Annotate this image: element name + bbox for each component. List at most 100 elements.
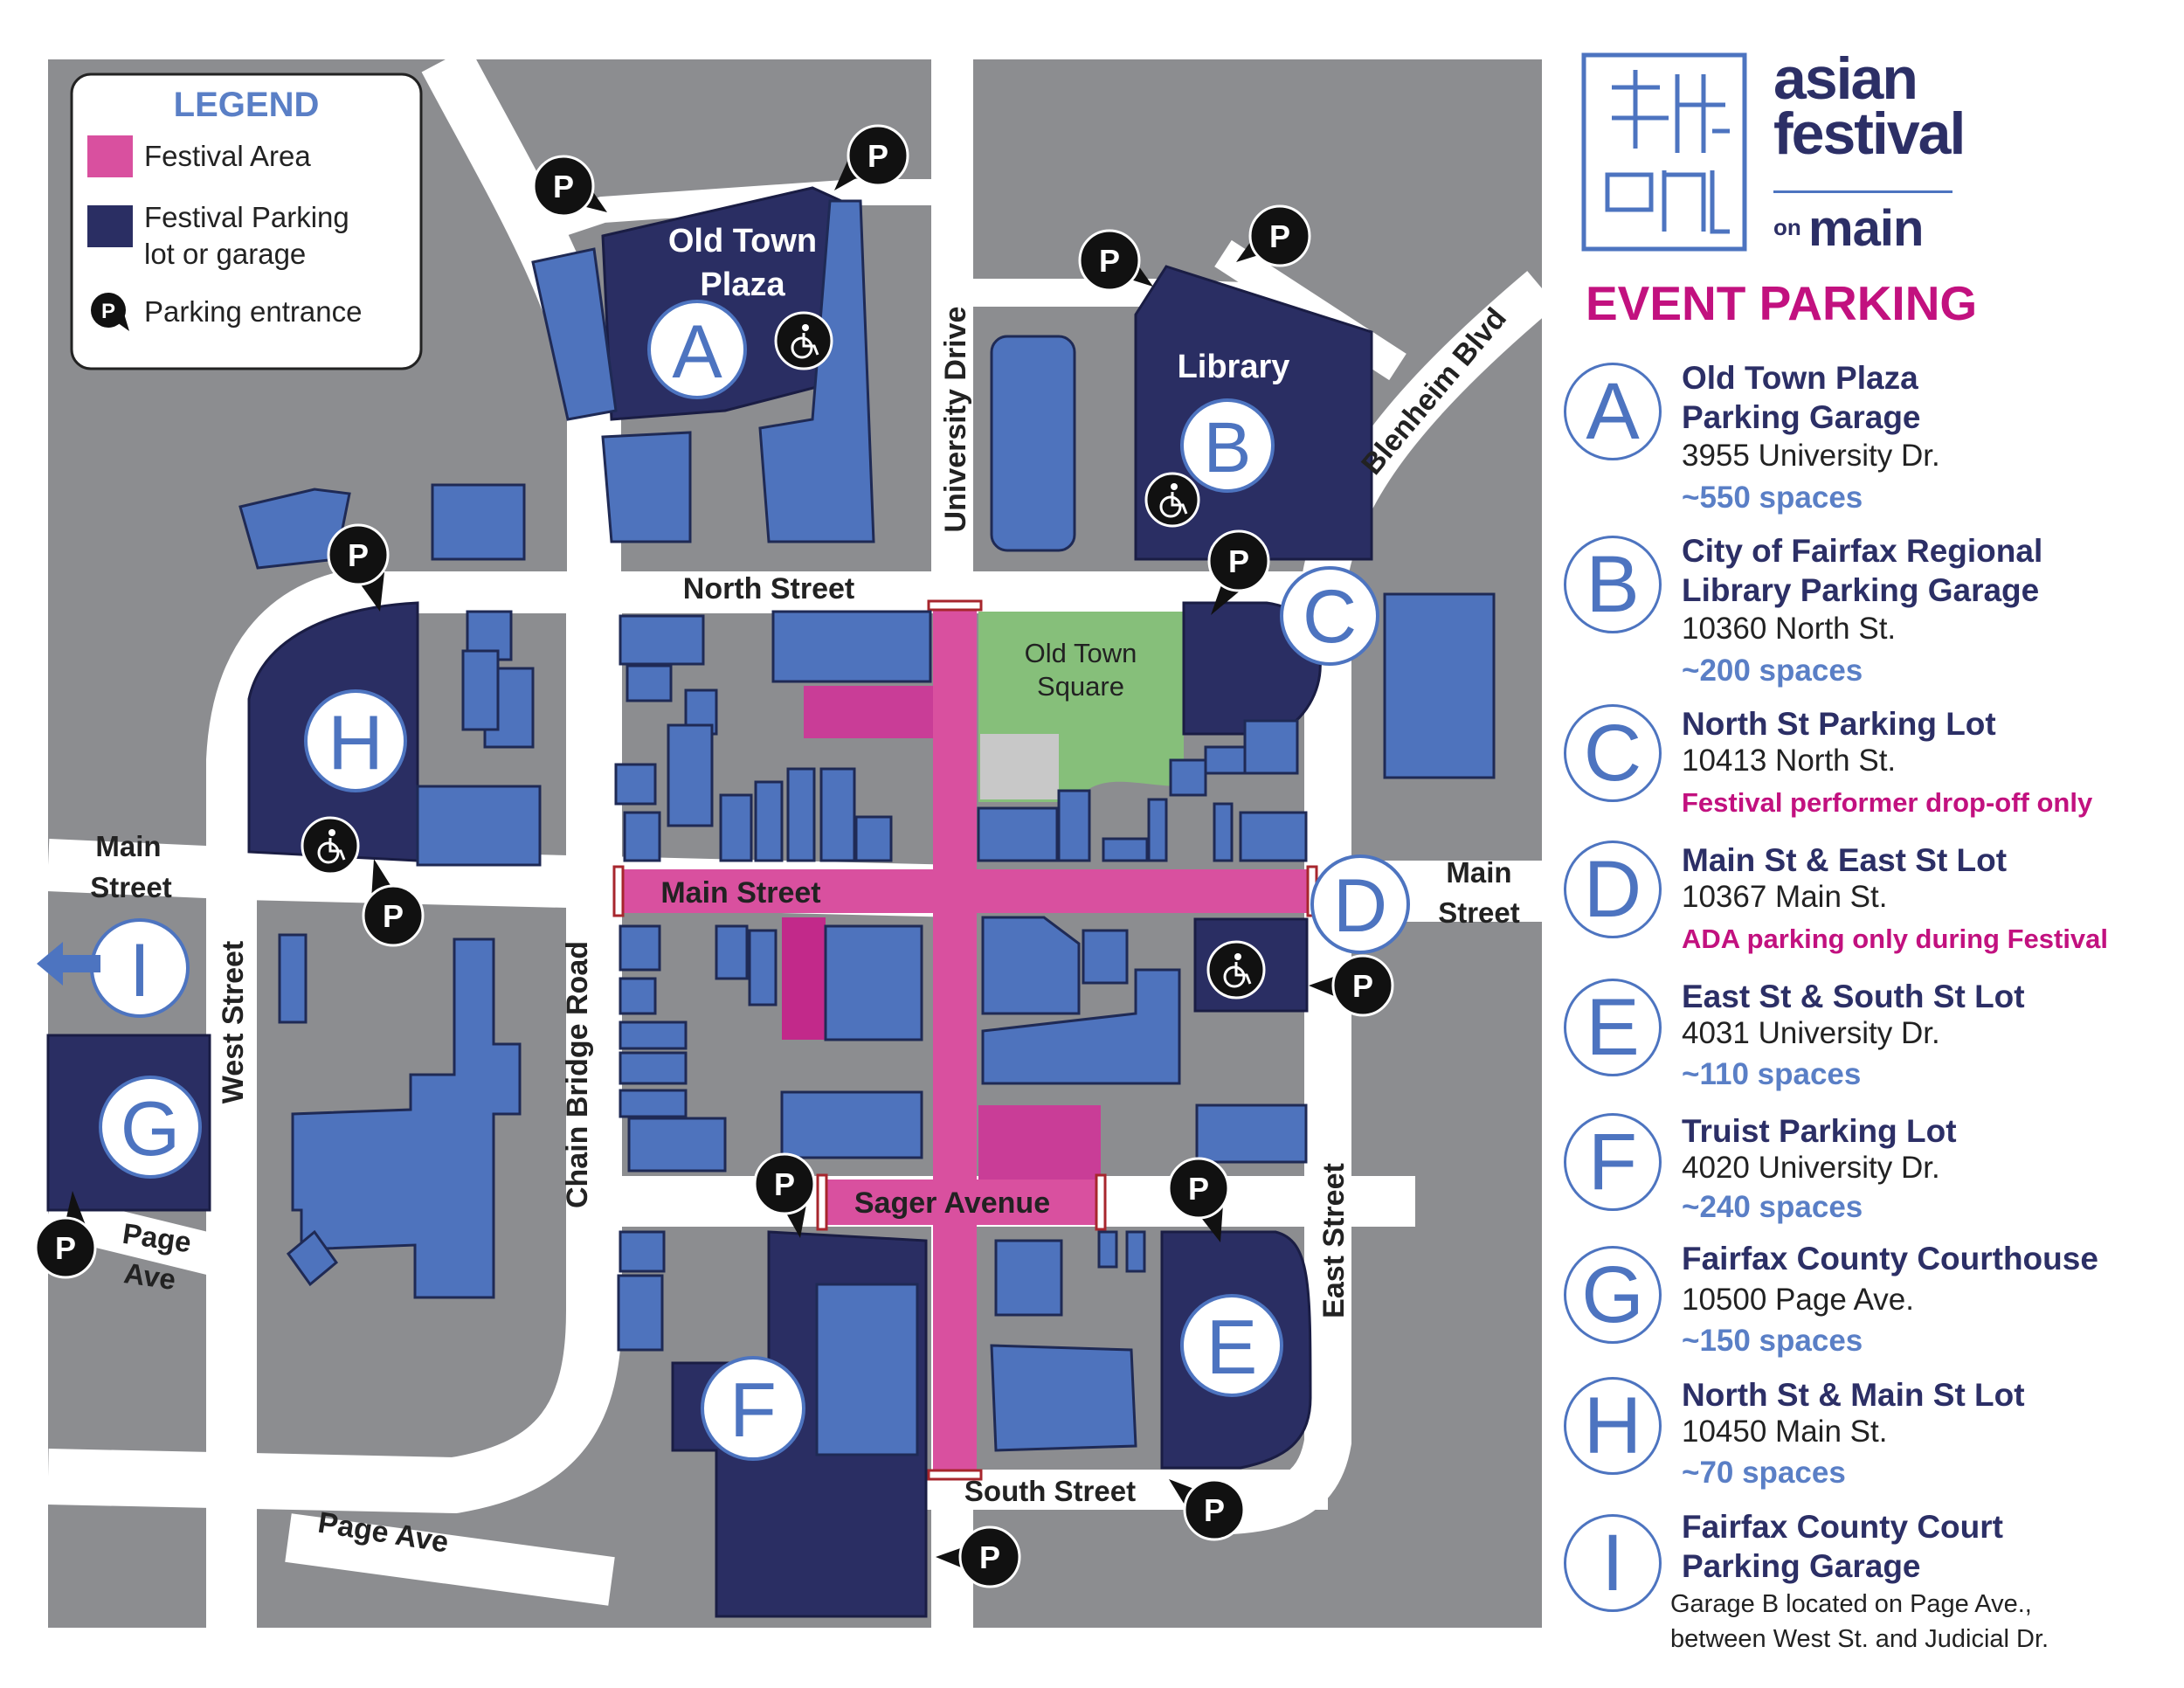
building [601,431,692,543]
festival-pocket-1 [804,686,933,738]
legend-swatch-festival [87,135,133,177]
legend-label-parking-1: Festival Parking [144,201,349,233]
festival-university-drive [933,607,977,1472]
marker-circle [1180,398,1275,493]
lot-g-address: 10500 Page Ave. [1682,1283,1914,1317]
lot-marker-b: B [1180,398,1275,493]
label-main-east-1: Main [1446,856,1511,889]
barricade [612,865,625,917]
building [619,1089,688,1118]
lot-i-badge: I [1564,1514,1662,1612]
label-main-street: Main Street [660,876,820,910]
brand-divider [1773,190,1952,193]
building [981,968,1181,1085]
legend-label-parking-2: lot or garage [144,238,306,270]
lot-marker-c: C [1280,566,1379,666]
building [990,1344,1137,1452]
event-parking-panel: asian festival on main EVENT PARKING A O… [1564,0,2184,1688]
barricade [1095,1173,1107,1231]
parking-entrance-pin-icon: P [1309,954,1394,1017]
svg-text:P: P [1204,1492,1225,1528]
parking-entrance-pin-icon: P [1236,204,1311,267]
marker-circle [99,1076,202,1179]
barricade [816,1173,828,1231]
lot-f-name: Truist Parking Lot [1682,1113,1957,1149]
lot-d-address: 10367 Main St. [1682,880,1888,914]
brand-line-1: asian [1773,45,1918,112]
arrow-left-icon [37,942,100,986]
square-plaza [980,734,1059,799]
lot-entry-a: A Old Town Plaza Parking Garage 3955 Uni… [1564,358,2184,524]
lot-h-name: North St & Main St Lot [1682,1377,2025,1413]
marker-circle [647,300,747,399]
building [771,610,932,683]
building [619,924,661,972]
lot-c-badge: C [1564,704,1662,802]
lot-c-address: 10413 North St. [1682,744,1897,778]
lot-e-address: 4031 University Dr. [1682,1016,1940,1050]
building [627,1117,727,1173]
festival-map: North Street Main Street Sager Avenue So… [34,59,1542,1628]
marker-letter: D [1333,864,1387,948]
lot-i-address-1: Garage B located on Page Ave., [1670,1590,2032,1618]
lot-f-address: 4020 University Dr. [1682,1151,1940,1185]
lot-b-name-1: City of Fairfax Regional [1682,533,2043,569]
marker-letter: F [729,1366,777,1453]
building [758,199,875,543]
festival-area [620,607,1310,1472]
label-old-town-plaza-1: Old Town [668,223,817,259]
lot-marker-g: G [99,1076,202,1179]
parking-pin-icon: P [91,293,129,331]
building [1195,1103,1308,1164]
building [715,924,749,980]
building [286,1229,339,1287]
lot-i-name-1: Fairfax County Court [1682,1509,2003,1545]
building [1097,1230,1118,1269]
parking-entrance-pin-icon: P [1207,529,1270,615]
festival-main-street [620,869,1310,913]
label-old-town-plaza-2: Plaza [700,266,785,303]
lot-marker-e: E [1180,1294,1283,1397]
lot-e-badge: E [1564,979,1662,1076]
building [416,785,542,867]
lot-a-name-1: Old Town Plaza [1682,360,1918,396]
lot-entry-d: D Main St & East St Lot 10367 Main St. A… [1564,841,2184,972]
label-page-ave-west-2: Ave [122,1256,178,1296]
barricade [927,599,983,612]
lot-f-note: ~240 spaces [1682,1190,1863,1224]
label-east-street: East Street [1317,1163,1351,1318]
road-chain-bridge-south [47,594,622,1514]
building [619,1230,666,1273]
building [1147,798,1168,862]
building [748,929,778,1007]
parking-entrance-pin-icon: P [834,124,909,190]
lot-h-note: ~70 spaces [1682,1456,1846,1490]
building [981,916,1081,1015]
svg-text:P: P [1352,968,1373,1004]
accessible-parking-icon [1144,472,1200,528]
parking-entrance-pin-icon: P [753,1152,816,1238]
label-west-street: West Street [217,941,250,1103]
lot-entry-c: C North St Parking Lot 10413 North St. F… [1564,704,2184,835]
lot-a-badge: A [1564,363,1662,460]
street-labels: North Street Main Street Sager Avenue So… [90,301,1520,1559]
legend-title: LEGEND [174,86,320,124]
lot-e-name: East St & South St Lot [1682,979,2025,1014]
label-main-east-2: Street [1438,896,1520,929]
parking-entrance-pin-icon: P [1167,1157,1230,1242]
parking-entrance-pin-icon: P [34,1191,97,1279]
barricade [927,1469,983,1481]
building [1102,837,1149,862]
legend-label-entrance: Parking entrance [144,295,362,328]
parking-entrance-pin-icon: P [532,155,607,218]
lot-h-badge: H [1564,1377,1662,1475]
building [1169,758,1207,797]
building [1243,719,1299,775]
building [278,933,308,1024]
lot-h-address: 10450 Main St. [1682,1415,1888,1449]
parking-entrance-pin-icon: P [1078,229,1153,292]
barricades [612,599,1318,1481]
building [614,763,657,806]
svg-text:P: P [867,138,888,174]
lot-entry-h: H North St & Main St Lot 10450 Main St. … [1564,1375,2184,1506]
